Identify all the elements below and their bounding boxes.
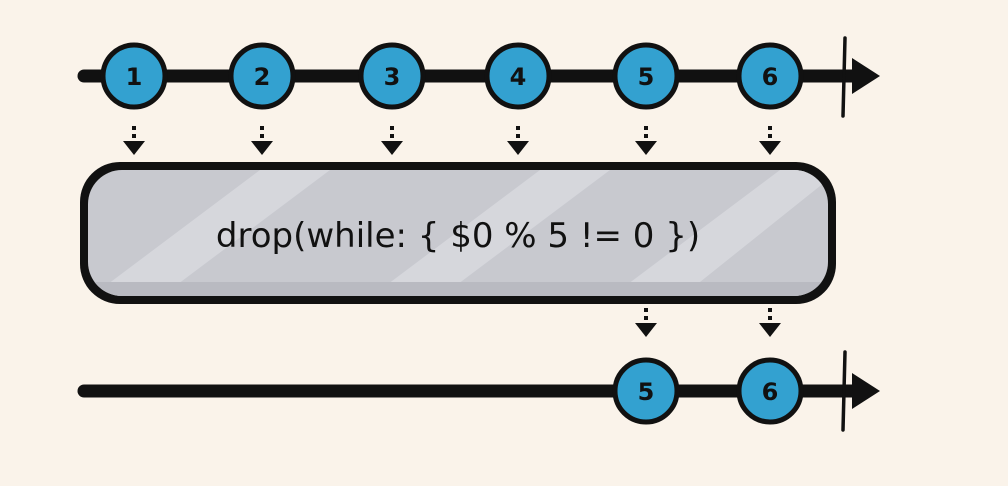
input-marble: 6	[736, 42, 804, 110]
input-marble-label: 6	[762, 63, 779, 91]
output-completion-bar	[841, 350, 847, 432]
operator-label: drop(while: { $0 % 5 != 0 })	[216, 216, 700, 256]
input-marble: 2	[228, 42, 296, 110]
down-arrow	[507, 126, 529, 155]
input-marble: 1	[100, 42, 168, 110]
down-arrow	[759, 308, 781, 337]
input-marble-label: 3	[384, 63, 401, 91]
down-arrow	[381, 126, 403, 155]
down-arrow	[759, 126, 781, 155]
output-timeline-arrowhead	[852, 373, 880, 409]
down-arrow	[123, 126, 145, 155]
down-arrow	[635, 308, 657, 337]
input-marble: 5	[612, 42, 680, 110]
output-marble: 6	[736, 357, 804, 425]
input-marble: 4	[484, 42, 552, 110]
input-marble-label: 1	[126, 63, 143, 91]
input-marble-label: 5	[638, 63, 655, 91]
down-arrow	[251, 126, 273, 155]
output-marble: 5	[612, 357, 680, 425]
down-arrow	[635, 126, 657, 155]
input-timeline-arrowhead	[852, 58, 880, 94]
input-timeline	[77, 36, 880, 118]
input-completion-bar	[841, 36, 847, 118]
output-marbles: 5 6	[612, 357, 804, 425]
output-arrows	[635, 308, 781, 337]
input-arrows	[123, 126, 781, 155]
output-marble-label: 5	[638, 378, 655, 406]
output-timeline	[77, 350, 880, 432]
input-marble-label: 2	[254, 63, 271, 91]
input-marble-label: 4	[510, 63, 527, 91]
input-marble: 3	[358, 42, 426, 110]
operator-box: drop(while: { $0 % 5 != 0 })	[80, 162, 836, 304]
input-marbles: 1 2 3 4 5 6	[100, 42, 804, 110]
operator-sheen	[88, 170, 828, 296]
output-marble-label: 6	[762, 378, 779, 406]
